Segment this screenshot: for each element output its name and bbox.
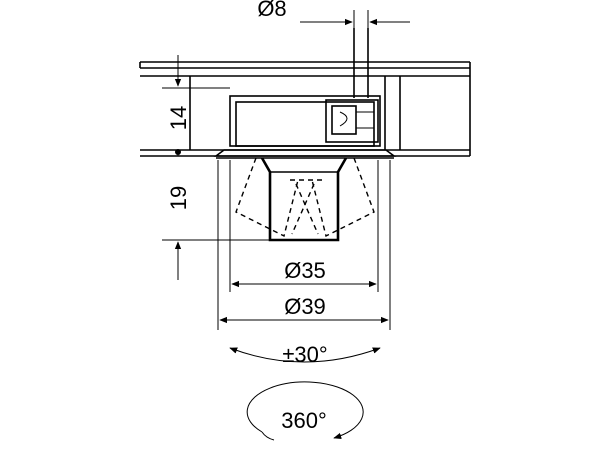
- flange: [213, 149, 397, 159]
- cable: [353, 28, 369, 98]
- rotation-ellipse: [246, 381, 364, 441]
- cable-diameter-dimension: [300, 10, 410, 40]
- tilt-label: ±30°: [282, 342, 327, 367]
- outer-diameter-label: Ø39: [284, 294, 326, 319]
- housing: [229, 95, 381, 147]
- protrusion-dimension: [162, 239, 270, 280]
- inner-diameter-label: Ø35: [284, 258, 326, 283]
- housing-height-label: 14: [166, 106, 191, 130]
- cable-diameter-label: Ø8: [257, 0, 286, 21]
- tilt-arc: [229, 347, 381, 363]
- tilt-positions: [235, 157, 375, 238]
- diameter-extension-lines: [217, 160, 391, 330]
- protrusion-label: 19: [166, 186, 191, 210]
- lamp-body: [260, 157, 348, 242]
- rotation-label: 360°: [281, 408, 327, 433]
- housing-height-dimension: [162, 55, 230, 156]
